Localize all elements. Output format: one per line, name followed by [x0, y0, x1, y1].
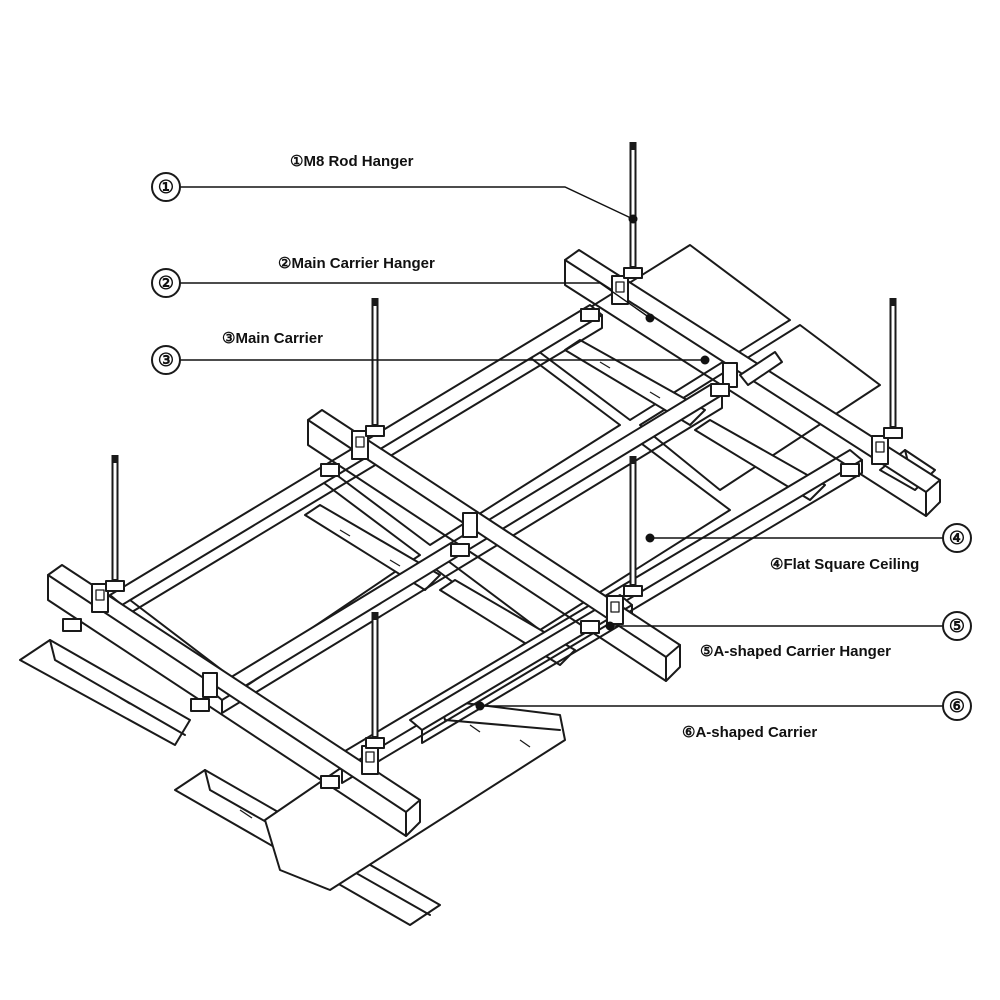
hanger-clip: [611, 275, 629, 305]
hanger-clip: [450, 543, 470, 557]
leader-dot-1: [628, 214, 638, 224]
callout-number: ②: [158, 273, 174, 293]
label-flat-square-ceiling: ④Flat Square Ceiling: [770, 556, 919, 573]
callout-4: ④: [942, 523, 972, 553]
hanger-clip: [580, 308, 600, 322]
leader-dot-5: [605, 621, 615, 631]
rod-hanger: [105, 455, 125, 592]
leader-dot-4: [645, 533, 655, 543]
cross-channel-middle: [307, 409, 681, 682]
hanger-clip: [320, 463, 340, 477]
hanger-clip: [580, 620, 600, 634]
hanger-clip: [840, 463, 860, 477]
hanger-clip: [320, 775, 340, 789]
leader-line-2: [180, 282, 651, 319]
leader-line-1: [180, 186, 634, 220]
leader-dot-3: [700, 355, 710, 365]
hanger-clip: [710, 383, 730, 397]
main-carrier-4: [409, 594, 633, 744]
label-main-carrier-hanger: ②Main Carrier Hanger: [278, 255, 435, 272]
rod-hanger: [365, 298, 385, 437]
callout-number: ③: [158, 350, 174, 370]
callout-number: ④: [949, 528, 965, 548]
callout-numbers: ① ② ③ ④ ⑤ ⑥: [151, 172, 972, 721]
cross-channel-right-stub: [739, 351, 783, 386]
a-shaped-carriers: [19, 339, 936, 926]
part-labels: ①M8 Rod Hanger ②Main Carrier Hanger ③Mai…: [222, 153, 919, 741]
callout-number: ⑤: [949, 616, 965, 636]
hanger-clips: [62, 275, 889, 789]
leader-dot-6: [475, 701, 485, 711]
callout-2: ②: [151, 268, 181, 298]
a-shaped-carrier-left: [19, 639, 191, 746]
callout-1: ①: [151, 172, 181, 202]
rod-hanger: [365, 612, 385, 749]
cross-channels: [47, 249, 941, 837]
hanger-clip: [462, 512, 478, 538]
callout-5: ⑤: [942, 611, 972, 641]
rod-hanger: [623, 142, 643, 279]
hanger-clip: [202, 672, 218, 698]
callout-leaders: [180, 186, 943, 711]
hanger-clip: [91, 583, 109, 613]
leader-dot-2: [645, 313, 655, 323]
label-a-shaped-carrier-hanger: ⑤A-shaped Carrier Hanger: [700, 643, 891, 660]
rod-hanger: [623, 456, 643, 597]
hanger-clip: [351, 430, 369, 460]
hanger-clip: [606, 595, 624, 625]
callout-3: ③: [151, 345, 181, 375]
hanger-clip: [62, 618, 82, 632]
label-main-carrier: ③Main Carrier: [222, 330, 323, 347]
label-a-shaped-carrier: ⑥A-shaped Carrier: [682, 724, 817, 741]
hanger-clip: [361, 745, 379, 775]
callout-6: ⑥: [942, 691, 972, 721]
ceiling-panels: [129, 244, 881, 766]
rod-hangers: [105, 142, 903, 749]
rod-hanger: [883, 298, 903, 439]
hanger-clip: [871, 435, 889, 465]
hanger-clip: [190, 698, 210, 712]
callout-number: ⑥: [949, 696, 965, 716]
cross-channel-front: [47, 564, 421, 837]
label-m8-rod-hanger: ①M8 Rod Hanger: [290, 153, 414, 170]
callout-number: ①: [158, 177, 174, 197]
